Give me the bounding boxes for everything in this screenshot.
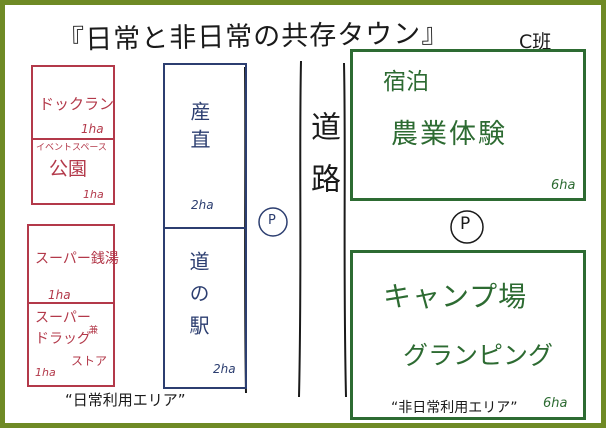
supermarket-drug-area: 1ha — [35, 366, 56, 379]
supermarket-drug-box — [27, 302, 115, 387]
camp-area: 6ha — [543, 396, 568, 411]
road-edge-left — [298, 60, 302, 398]
supermarket-label: スーパー — [35, 310, 91, 326]
parking-right-label: P — [460, 214, 471, 234]
event-park-area: 1ha — [83, 188, 104, 201]
glamping-label: グランピング — [403, 341, 554, 370]
park-label: 公園 — [49, 158, 88, 180]
parking-left-label: P — [268, 213, 276, 228]
store-label: ストア — [71, 354, 108, 368]
dog-run-area: 1ha — [81, 122, 104, 136]
super-bath-area: 1ha — [48, 288, 71, 302]
dog-run-label: ドックラン — [39, 95, 115, 113]
event-park-box — [31, 138, 115, 205]
road-edge-right — [343, 62, 347, 398]
combined-note: 兼 — [89, 326, 99, 336]
market-label: 産直 — [187, 101, 211, 157]
farm-stay-box — [350, 49, 586, 201]
non-daily-use-area-caption: “非日常利用エリア” — [391, 400, 518, 416]
campground-label: キャンプ場 — [383, 280, 528, 313]
camp-box — [350, 250, 586, 420]
lodging-label: 宿泊 — [383, 69, 429, 95]
parking-left-circle — [258, 207, 288, 237]
super-bath-label: スーパー銭湯 — [35, 251, 119, 267]
drug-label: ドラッグ — [35, 331, 91, 347]
daily-use-area-caption: “日常利用エリア” — [65, 391, 186, 409]
roadside-station-label: 道の駅 — [186, 251, 210, 347]
market-area: 2ha — [191, 198, 214, 212]
event-space-label: イベントスペース — [36, 143, 107, 153]
road-label: 道路 — [305, 111, 340, 215]
team-label: C班 — [519, 31, 552, 53]
farm-stay-area: 6ha — [551, 178, 576, 193]
roadside-station-area: 2ha — [213, 362, 236, 376]
farm-experience-label: 農業体験 — [391, 119, 507, 150]
roadside-station-box — [163, 227, 247, 389]
parking-right-circle — [450, 210, 484, 244]
